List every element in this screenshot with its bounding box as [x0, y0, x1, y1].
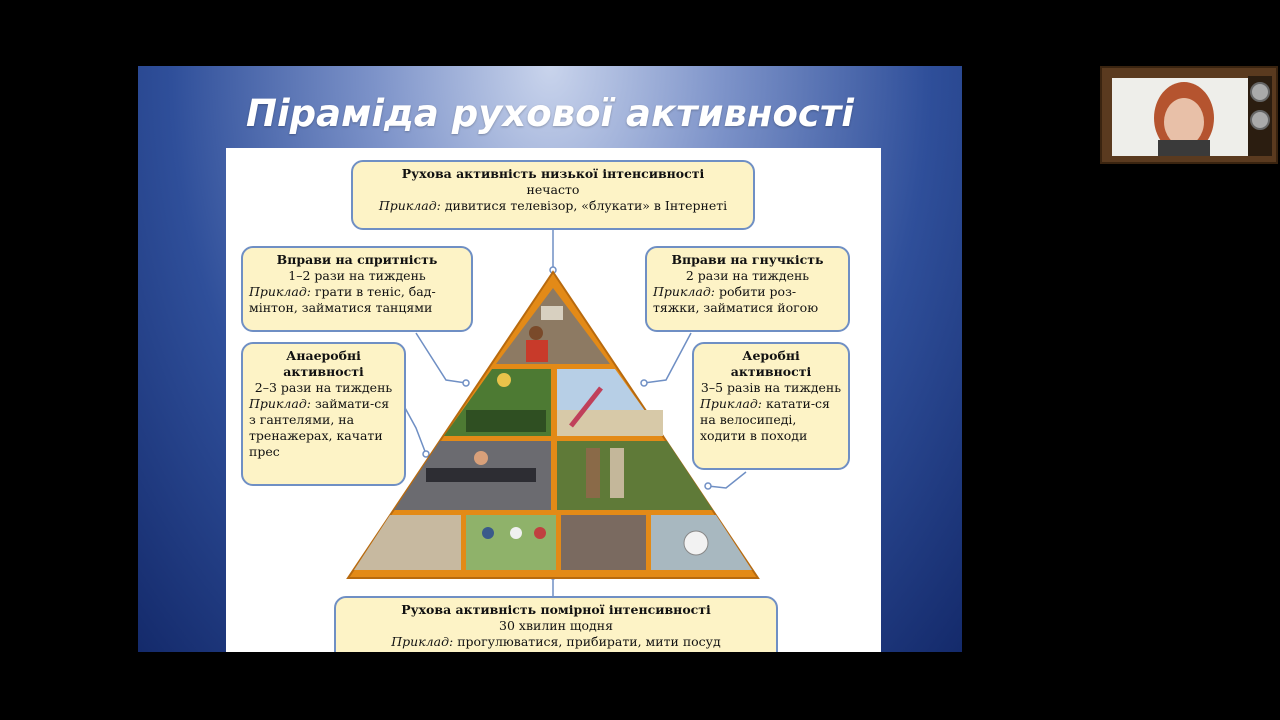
- presentation-slide: Піраміда рухової активності: [138, 66, 962, 652]
- box-agility-example: Приклад: грати в теніс, бад-мінтон, займ…: [249, 284, 436, 315]
- hiker-two: [610, 448, 624, 498]
- box-moderate-intensity-example: Приклад: прогулюватися, прибирати, мити …: [391, 634, 721, 649]
- stretching-figure: [569, 386, 603, 428]
- box-moderate-intensity-freq: 30 хвилин щодня: [499, 618, 613, 633]
- knob-icon: [1250, 110, 1270, 130]
- hiker-one: [586, 448, 600, 498]
- pyramid-photo-tv: [496, 288, 610, 364]
- box-aerobic-head: Аеробні активності: [730, 348, 812, 379]
- knob-icon: [1250, 82, 1270, 102]
- connector-lines: [403, 218, 747, 600]
- box-agility: Вправи на спритність 1–2 рази на тиждень…: [241, 246, 473, 332]
- textbook-page: Рухова активність низької інтенсивності …: [226, 148, 881, 652]
- group-person: [534, 527, 546, 539]
- box-agility-freq: 1–2 рази на тиждень: [288, 268, 426, 283]
- gym-bench: [426, 468, 536, 482]
- pyramid-photo-walking: [561, 515, 646, 570]
- pyramid-photo-group: [466, 515, 556, 570]
- box-anaerobic: Анаеробні активності 2–3 рази на тиждень…: [241, 342, 406, 486]
- pyramid-photo-cleaning: [354, 515, 461, 570]
- person-head: [529, 326, 543, 340]
- box-flexibility-freq: 2 рази на тиждень: [685, 268, 810, 283]
- webcam-overlay: [1100, 66, 1278, 164]
- box-anaerobic-freq: 2–3 рази на тиждень: [254, 380, 393, 395]
- box-anaerobic-example: Приклад: займати-ся з гантелями, на трен…: [249, 396, 390, 459]
- box-flexibility-example: Приклад: робити роз-тяжки, займатися йог…: [653, 284, 819, 315]
- group-person: [482, 527, 494, 539]
- box-aerobic: Аеробні активності 3–5 разів на тиждень …: [692, 342, 850, 470]
- presenter-avatar: [1112, 78, 1248, 156]
- person-body: [526, 340, 548, 362]
- activity-pyramid: [346, 218, 760, 600]
- box-moderate-intensity-head: Рухова активність помірної інтенсивності: [401, 602, 711, 617]
- tennis-net: [466, 410, 546, 432]
- box-flexibility-head: Вправи на гнучкість: [671, 252, 824, 267]
- webcam-video: [1112, 78, 1248, 156]
- tennis-player: [497, 373, 511, 387]
- dish-plate: [683, 530, 709, 556]
- box-low-intensity-freq: нечасто: [526, 182, 580, 197]
- box-flexibility: Вправи на гнучкість 2 рази на тиждень Пр…: [645, 246, 850, 332]
- box-aerobic-example: Приклад: катати-ся на велосипеді, ходити…: [700, 396, 830, 443]
- box-low-intensity: Рухова активність низької інтенсивності …: [351, 160, 755, 230]
- group-person: [510, 527, 522, 539]
- slide-title: Піраміда рухової активності: [246, 92, 854, 135]
- box-moderate-intensity: Рухова активність помірної інтенсивності…: [334, 596, 778, 652]
- tv-shape: [541, 306, 563, 320]
- box-low-intensity-example: Приклад: дивитися телевізор, «блукати» в…: [378, 198, 728, 213]
- pyramid-photo-hiking: [557, 441, 713, 510]
- box-low-intensity-head: Рухова активність низької інтенсивності: [401, 166, 705, 181]
- box-aerobic-freq: 3–5 разів на тиждень: [700, 380, 842, 395]
- box-anaerobic-head: Анаеробні активності: [283, 348, 364, 379]
- box-agility-head: Вправи на спритність: [276, 252, 438, 267]
- tv-frame-knobs: [1248, 76, 1272, 156]
- gym-person: [474, 451, 488, 465]
